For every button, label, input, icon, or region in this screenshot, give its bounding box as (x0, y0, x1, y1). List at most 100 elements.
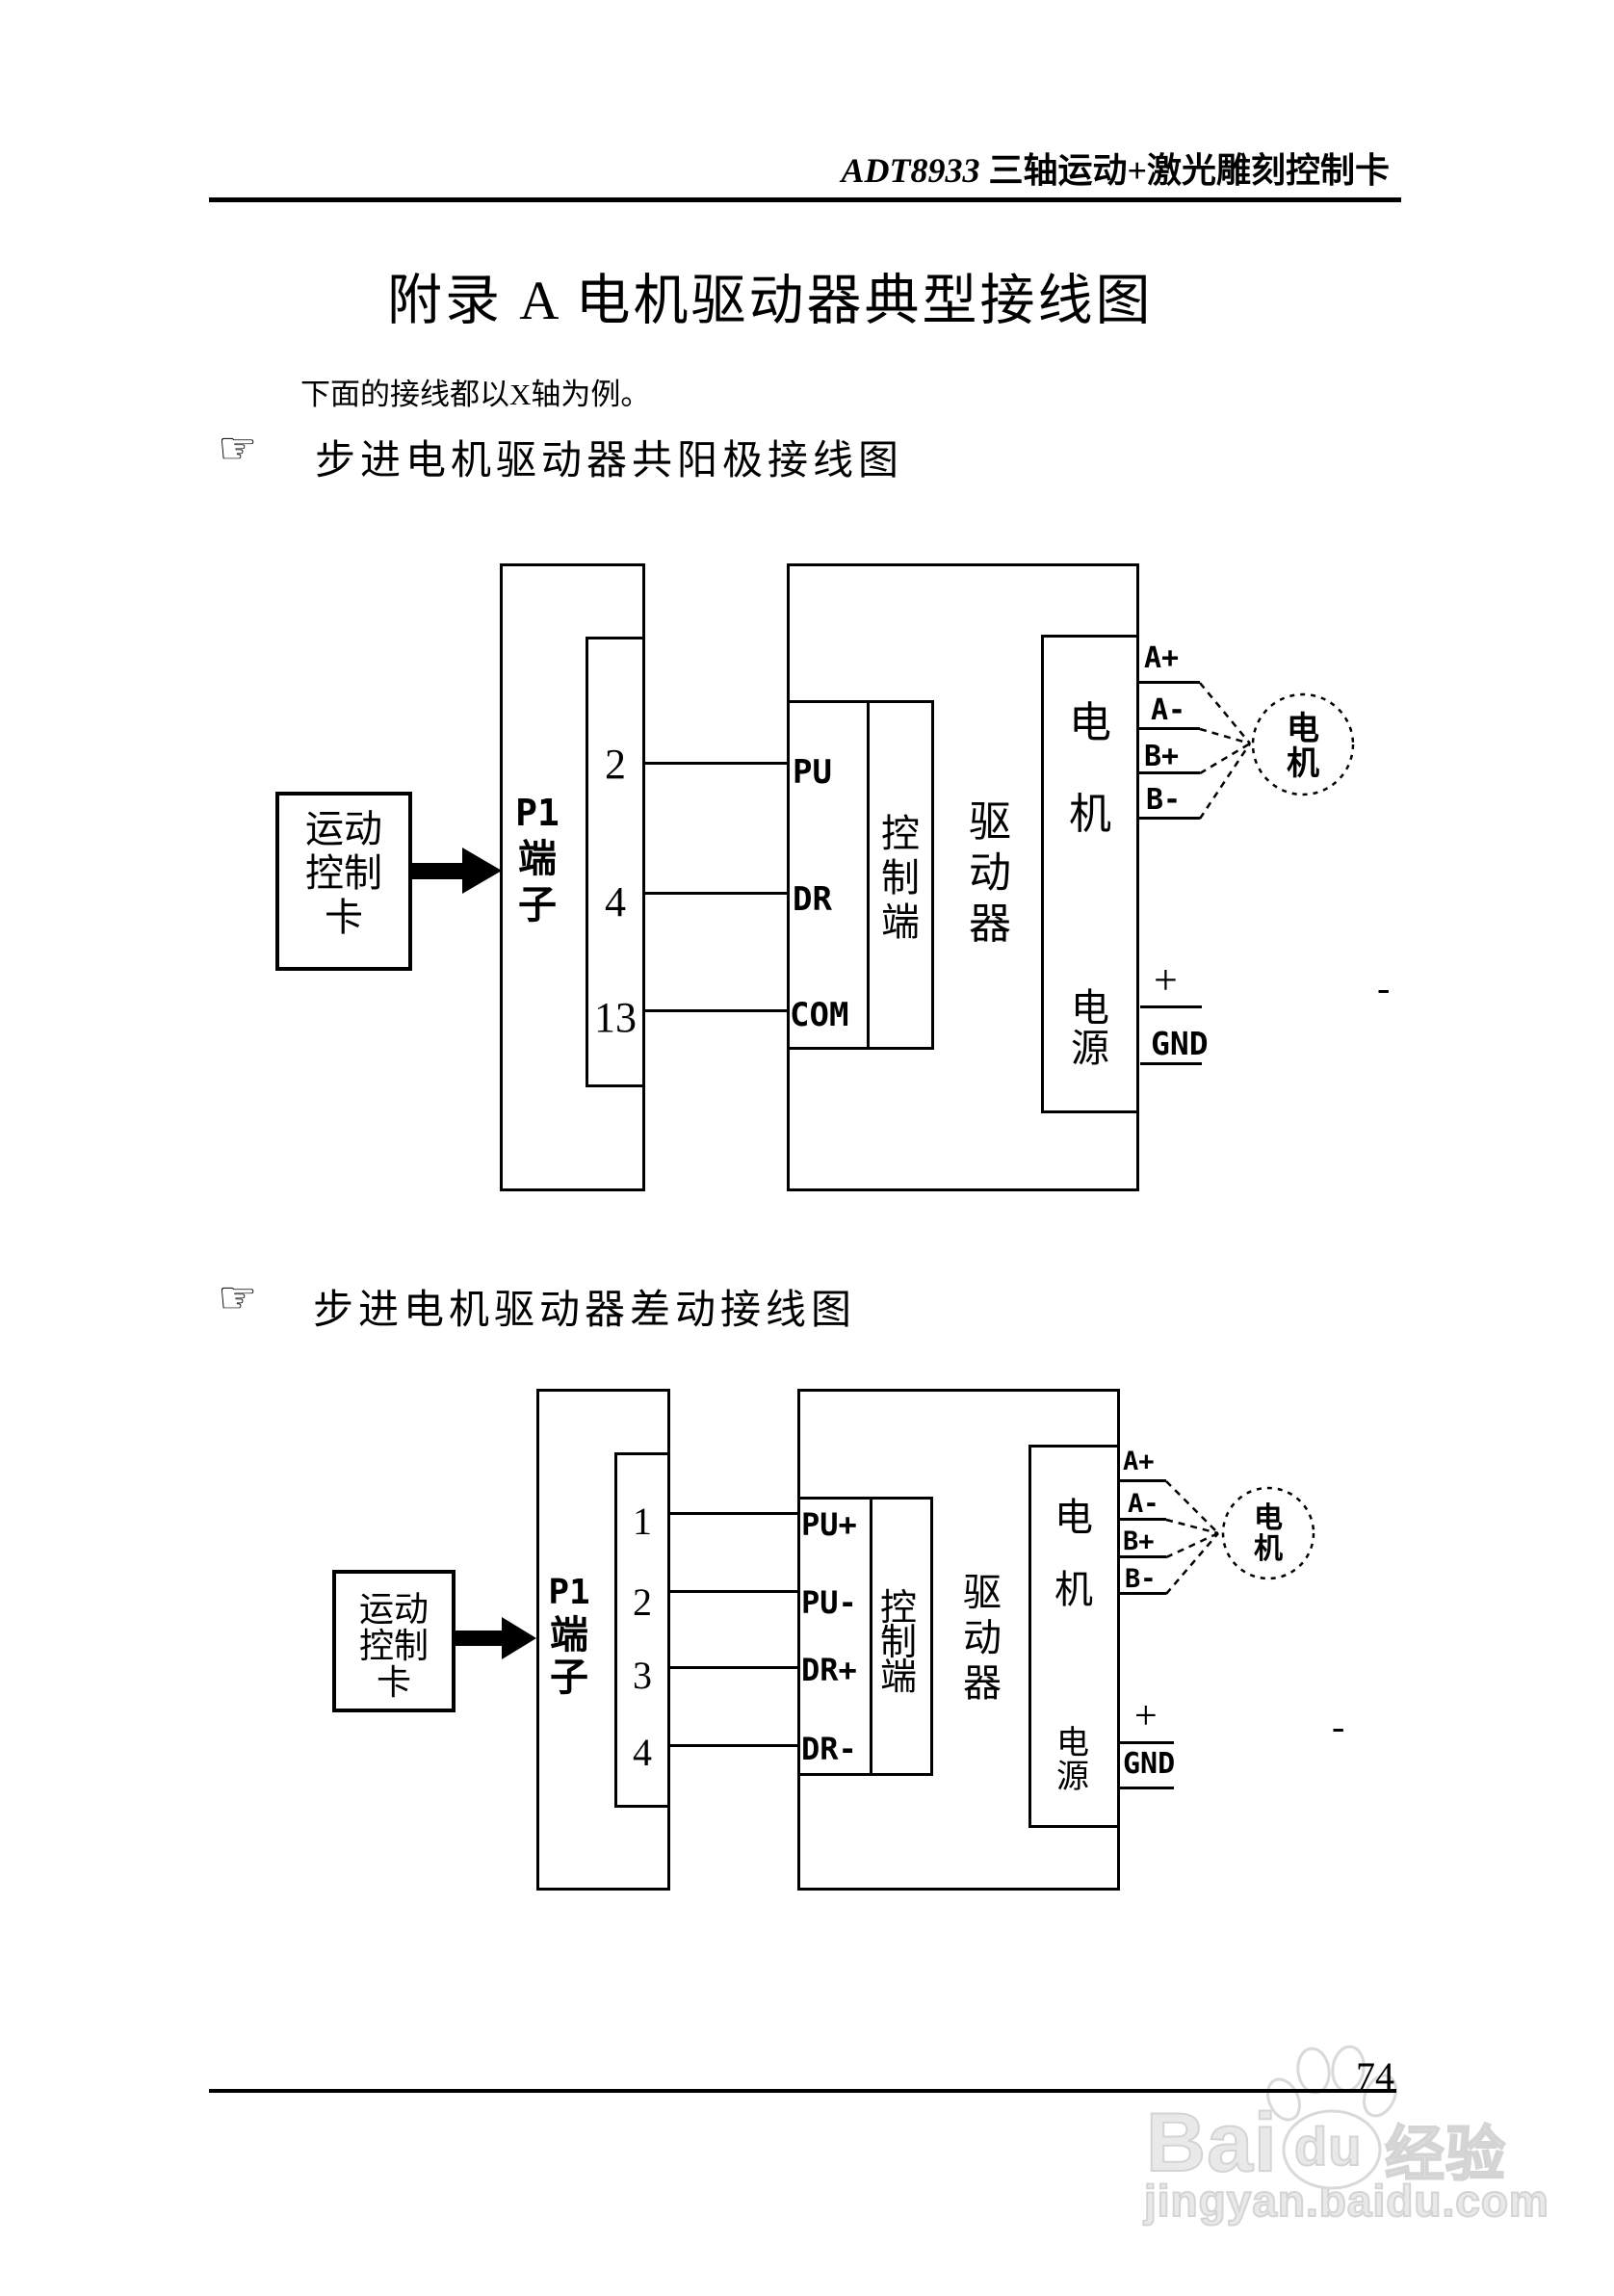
pin-label: 2 (605, 741, 626, 788)
pin-label: 1 (633, 1500, 652, 1543)
control-pin-label: DR+ (801, 1652, 857, 1688)
phase-label: B- (1125, 1564, 1157, 1594)
control-label-line: 端 (881, 900, 920, 944)
power-gnd-label: GND (1123, 1747, 1176, 1781)
motion-card-label-line: 运动 (358, 1590, 429, 1629)
pin-label: 3 (633, 1654, 652, 1697)
power-gnd-line (1140, 1062, 1202, 1065)
control-pin-label: PU- (801, 1584, 857, 1621)
p1-label-line: 子 (518, 883, 557, 926)
driver-label-line: 驱 (963, 1571, 1002, 1614)
motor-circle-label: 电 机 (1244, 1503, 1292, 1565)
p1-label-line: P1 (515, 792, 560, 834)
phase-stub (1120, 1518, 1166, 1521)
motor-circle-line: 电 (1287, 712, 1319, 747)
power-gnd-line (1120, 1787, 1174, 1789)
motor-circle-line: 机 (1287, 746, 1319, 782)
control-terminal-box (787, 700, 934, 1050)
power-section-line: 源 (1071, 1027, 1109, 1070)
watermark-jingyan-text: 经验 (1384, 2121, 1507, 2189)
p1-label-line: P1 (548, 1573, 590, 1612)
pointer-hand-icon: ☞ (218, 1273, 258, 1322)
motor-section-line: 机 (1054, 1568, 1093, 1611)
pin-list-box (586, 637, 645, 1087)
pin-label: 4 (633, 1731, 652, 1774)
power-gnd-label: GND (1151, 1025, 1209, 1062)
motor-section-line: 机 (1069, 791, 1111, 838)
stray-mark: - (1332, 1705, 1345, 1748)
control-terminal-box (797, 1497, 933, 1776)
phase-label: A- (1151, 693, 1186, 727)
driver-label: 驱 动 器 (967, 796, 1013, 950)
power-plus-label: + (1134, 1694, 1158, 1738)
power-plus-line (1120, 1741, 1174, 1744)
control-terminal-label: 控 制 端 (877, 1590, 920, 1696)
motion-card-label-line: 控制 (358, 1627, 429, 1665)
power-section-label: 电 源 (1052, 1727, 1094, 1794)
motor-fan-lines (1198, 682, 1252, 820)
control-pin-label: COM (790, 996, 849, 1034)
header-title: ADT8933 三轴运动+激光雕刻控制卡 (0, 143, 1390, 193)
driver-label: 驱 动 器 (959, 1570, 1005, 1706)
motor-circle-label: 电 机 (1277, 713, 1329, 782)
phase-label: A+ (1123, 1447, 1155, 1476)
p1-label-line: 端 (518, 837, 557, 880)
driver-label-line: 动 (969, 849, 1011, 897)
phase-label: A- (1128, 1489, 1159, 1519)
pointer-hand-icon: ☞ (218, 424, 258, 473)
motion-card-label-line: 运动 (305, 807, 382, 850)
phase-label: B+ (1123, 1526, 1155, 1556)
motion-card-label: 运动 控制 卡 (275, 807, 412, 940)
phase-label: A+ (1144, 641, 1180, 675)
control-label-line: 控 (881, 812, 920, 855)
control-pin-label: PU (793, 753, 832, 792)
motor-circle (1251, 692, 1355, 796)
motor-terminal-box (1028, 1445, 1120, 1828)
power-section-label: 电 源 (1069, 988, 1111, 1069)
motion-card-box (275, 792, 412, 971)
wire (670, 1590, 797, 1593)
baidu-paw-icon (1266, 2045, 1397, 2190)
page-title: 附录 A 电机驱动器典型接线图 (387, 271, 1154, 331)
flow-arrow-head (462, 848, 502, 894)
phase-stub (1139, 681, 1200, 684)
control-pin-label: DR- (801, 1731, 857, 1767)
control-pin-label: PU+ (801, 1506, 857, 1543)
control-terminal-divider (870, 1497, 872, 1776)
control-terminal-label: 控 制 端 (879, 812, 922, 945)
wire (670, 1744, 797, 1747)
p1-label-line: 端 (550, 1613, 588, 1657)
phase-label: B- (1146, 783, 1182, 817)
phase-label: B+ (1144, 740, 1180, 773)
stray-mark: - (1377, 966, 1391, 1009)
power-section-line: 电 (1071, 986, 1109, 1030)
flow-arrow (456, 1631, 504, 1646)
pin-label: 2 (633, 1580, 652, 1624)
header-subtitle: 三轴运动+激光雕刻控制卡 (979, 151, 1390, 190)
motion-card-label-line: 控制 (305, 851, 382, 895)
header-rule (209, 197, 1401, 202)
p1-label-line: 子 (550, 1656, 588, 1699)
motor-circle (1221, 1486, 1315, 1580)
motor-section-label: 电 机 (1069, 677, 1111, 860)
motor-circle-line: 电 (1254, 1502, 1283, 1534)
wire (670, 1512, 797, 1515)
header-brand: ADT8933 (841, 151, 980, 190)
phase-stub (1120, 1592, 1166, 1595)
power-plus-label: + (1154, 956, 1178, 1004)
watermark-bai-text: Bai (1145, 2096, 1278, 2190)
phase-stub (1120, 1555, 1166, 1558)
phase-stub (1139, 817, 1200, 820)
power-section-line: 电 (1056, 1726, 1089, 1761)
pin-label: 4 (605, 878, 626, 926)
flow-arrow-head (502, 1617, 536, 1659)
control-terminal-divider (867, 700, 870, 1050)
motor-section-line: 电 (1054, 1496, 1093, 1539)
control-label-line: 制 (879, 1623, 917, 1663)
pin-label: 13 (594, 994, 637, 1041)
watermark-du-text: du (1293, 2115, 1363, 2178)
control-pin-label: DR (793, 880, 832, 919)
section-heading-differential: 步进电机驱动器差动接线图 (313, 1289, 857, 1333)
motor-section-line: 电 (1069, 699, 1111, 746)
